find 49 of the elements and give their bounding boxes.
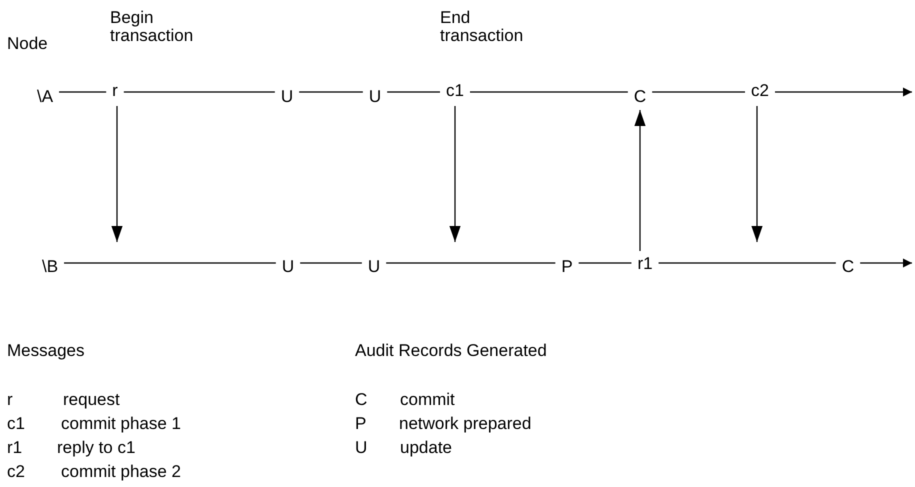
timeline-line xyxy=(299,91,363,93)
arrow xyxy=(751,106,763,242)
timeline-line xyxy=(59,91,106,93)
timeline-line xyxy=(386,262,556,264)
event-label: r xyxy=(112,82,118,100)
legend-key: r1 xyxy=(7,439,22,457)
arrow xyxy=(774,88,912,96)
column-heading: Begin transaction xyxy=(110,9,194,45)
legend-key: c1 xyxy=(7,415,25,433)
axis-heading: Node xyxy=(7,35,48,53)
section-heading: Audit Records Generated xyxy=(355,342,547,360)
event-label: C xyxy=(842,258,854,276)
arrow xyxy=(860,258,912,268)
legend-key: c2 xyxy=(7,463,25,481)
legend-key: C xyxy=(355,391,368,409)
legend-description: reply to c1 xyxy=(57,439,136,457)
timeline-line xyxy=(652,91,746,93)
event-label: P xyxy=(561,258,573,276)
timeline-line xyxy=(578,262,632,264)
section-heading: Messages xyxy=(7,342,84,360)
event-label: U xyxy=(368,258,380,276)
column-heading: End transaction xyxy=(440,9,524,45)
legend-description: network prepared xyxy=(399,415,532,433)
event-label: U xyxy=(368,88,382,106)
event-label: U xyxy=(280,88,294,106)
legend-description: commit xyxy=(400,391,455,409)
event-label: c2 xyxy=(751,82,769,100)
arrow xyxy=(449,106,461,242)
event-label: U xyxy=(282,258,294,276)
timeline-line xyxy=(64,262,276,264)
timeline-line xyxy=(300,262,362,264)
timeline-line xyxy=(470,91,628,93)
legend-description: commit phase 1 xyxy=(61,415,181,433)
timeline-line xyxy=(658,262,836,264)
event-label: C xyxy=(634,88,646,106)
legend-key: P xyxy=(355,415,366,433)
event-label: \A xyxy=(36,88,54,106)
legend-description: request xyxy=(63,391,120,409)
event-label: \B xyxy=(42,258,58,276)
legend-description: update xyxy=(400,439,452,457)
event-label: c1 xyxy=(446,82,464,100)
legend-description: commit phase 2 xyxy=(61,463,181,481)
timeline-line xyxy=(387,91,440,93)
arrow xyxy=(111,106,123,242)
event-label: r1 xyxy=(637,255,653,273)
legend-key: r xyxy=(7,391,13,409)
arrow xyxy=(634,110,646,251)
timeline-line xyxy=(124,91,275,93)
legend-key: U xyxy=(355,439,368,457)
